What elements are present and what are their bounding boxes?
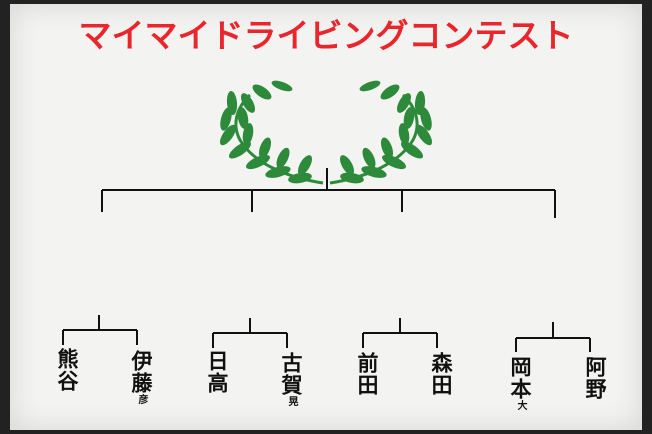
player-name: 熊谷 bbox=[55, 348, 79, 392]
bracket-lines bbox=[62, 168, 591, 352]
contest-title: マイマイドライビングコンテスト bbox=[78, 16, 574, 55]
poster-paper bbox=[10, 4, 642, 430]
laurel-wreath-icon bbox=[219, 80, 433, 185]
player-name: 森田 bbox=[429, 352, 453, 396]
player-name: 岡本大 bbox=[508, 356, 532, 411]
player-name: 阿野 bbox=[583, 356, 607, 400]
player-name: 日高 bbox=[205, 350, 229, 394]
player-name: 前田 bbox=[355, 352, 379, 396]
player-name: 伊藤彦 bbox=[129, 350, 153, 405]
player-name: 古賀晃 bbox=[279, 352, 303, 407]
